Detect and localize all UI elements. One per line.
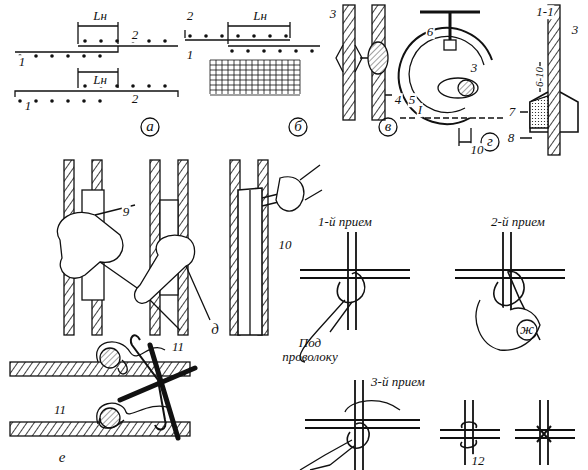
panel-letter: ж [519, 322, 535, 338]
dot [50, 54, 54, 58]
callout-label: 1-й прием [317, 215, 373, 229]
mesh-line [210, 60, 300, 61]
dot [98, 99, 102, 103]
callout-label: Lн [92, 9, 108, 23]
callout-label: 1 [186, 48, 195, 62]
bar-dots [83, 39, 167, 43]
lap-splice-b [185, 22, 320, 136]
callout-label: 3 [329, 7, 338, 21]
tying-steps [300, 232, 575, 470]
dot [278, 49, 282, 53]
callout-label: 4 [394, 93, 403, 107]
mesh-line [210, 90, 300, 91]
callout-label: 5 [408, 93, 417, 107]
callout-label: 10 [470, 143, 485, 157]
dot [147, 39, 151, 43]
callout-label: 10 [278, 238, 293, 252]
dot [284, 34, 288, 38]
callout-label: Lн [252, 9, 268, 23]
mesh-line [210, 65, 300, 66]
dot [50, 99, 54, 103]
panel-letter: г [486, 134, 494, 150]
dot [246, 49, 250, 53]
dot [115, 84, 119, 88]
dot [147, 84, 151, 88]
panel-letter: д [210, 322, 220, 338]
callout-label: Lн [92, 73, 108, 87]
callout-label: 7 [508, 105, 517, 119]
dot [83, 84, 87, 88]
callout-label: 3-й прием [370, 375, 426, 389]
callout-label: 1 [18, 55, 27, 69]
dot [82, 54, 86, 58]
panel-letter: а [145, 119, 155, 135]
dot [18, 99, 22, 103]
dot [163, 84, 167, 88]
dot [310, 49, 314, 53]
panel-letter: в [384, 119, 393, 135]
mesh-line [210, 75, 300, 76]
callout-label: 9 [122, 205, 131, 219]
dot [99, 39, 103, 43]
callout-label: 3 [571, 23, 580, 37]
dot [34, 99, 38, 103]
lap-splice-a [15, 22, 178, 136]
callout-label: 2 [131, 28, 140, 42]
bar-dots [188, 34, 288, 38]
dot [82, 99, 86, 103]
callout-label: 2 [186, 9, 195, 23]
dot [268, 34, 272, 38]
dot [294, 49, 298, 53]
wire-tie [10, 335, 195, 438]
dot [188, 34, 192, 38]
mesh-line [210, 95, 300, 96]
callout-label: 1 [24, 99, 33, 113]
callout-label: 8 [507, 131, 516, 145]
hand-assembly [57, 160, 322, 335]
dot [83, 39, 87, 43]
panel-letter: е [58, 450, 67, 466]
mesh-line [210, 80, 300, 81]
dot [204, 34, 208, 38]
callout-label: 11 [53, 403, 67, 417]
bar-dots [230, 49, 314, 53]
bath-weld-clamp [399, 5, 578, 155]
mesh-line [210, 85, 300, 86]
dot [66, 54, 70, 58]
welded-joint [336, 5, 397, 136]
dot [236, 34, 240, 38]
callout-label: 2 [131, 92, 140, 106]
callout-label: 3 [470, 61, 479, 75]
dot [34, 54, 38, 58]
bar-dots [18, 54, 102, 58]
callout-label: 11 [171, 340, 185, 354]
dot [262, 49, 266, 53]
dot [163, 39, 167, 43]
mesh-line [210, 70, 300, 71]
callout-label: 12 [471, 454, 486, 468]
dot [98, 54, 102, 58]
callout-label: I [417, 103, 423, 117]
dot [220, 34, 224, 38]
callout-label: 6 [426, 25, 435, 39]
dot [66, 99, 70, 103]
callout-label: Под проволоку [278, 336, 342, 363]
dot [252, 34, 256, 38]
callout-label: 1-1 [535, 5, 554, 19]
dot [115, 39, 119, 43]
dot [131, 84, 135, 88]
dot [230, 49, 234, 53]
callout-label: 2-й прием [490, 215, 546, 229]
panel-letter: б [293, 119, 303, 135]
callout-label: 6-10 [534, 66, 546, 88]
